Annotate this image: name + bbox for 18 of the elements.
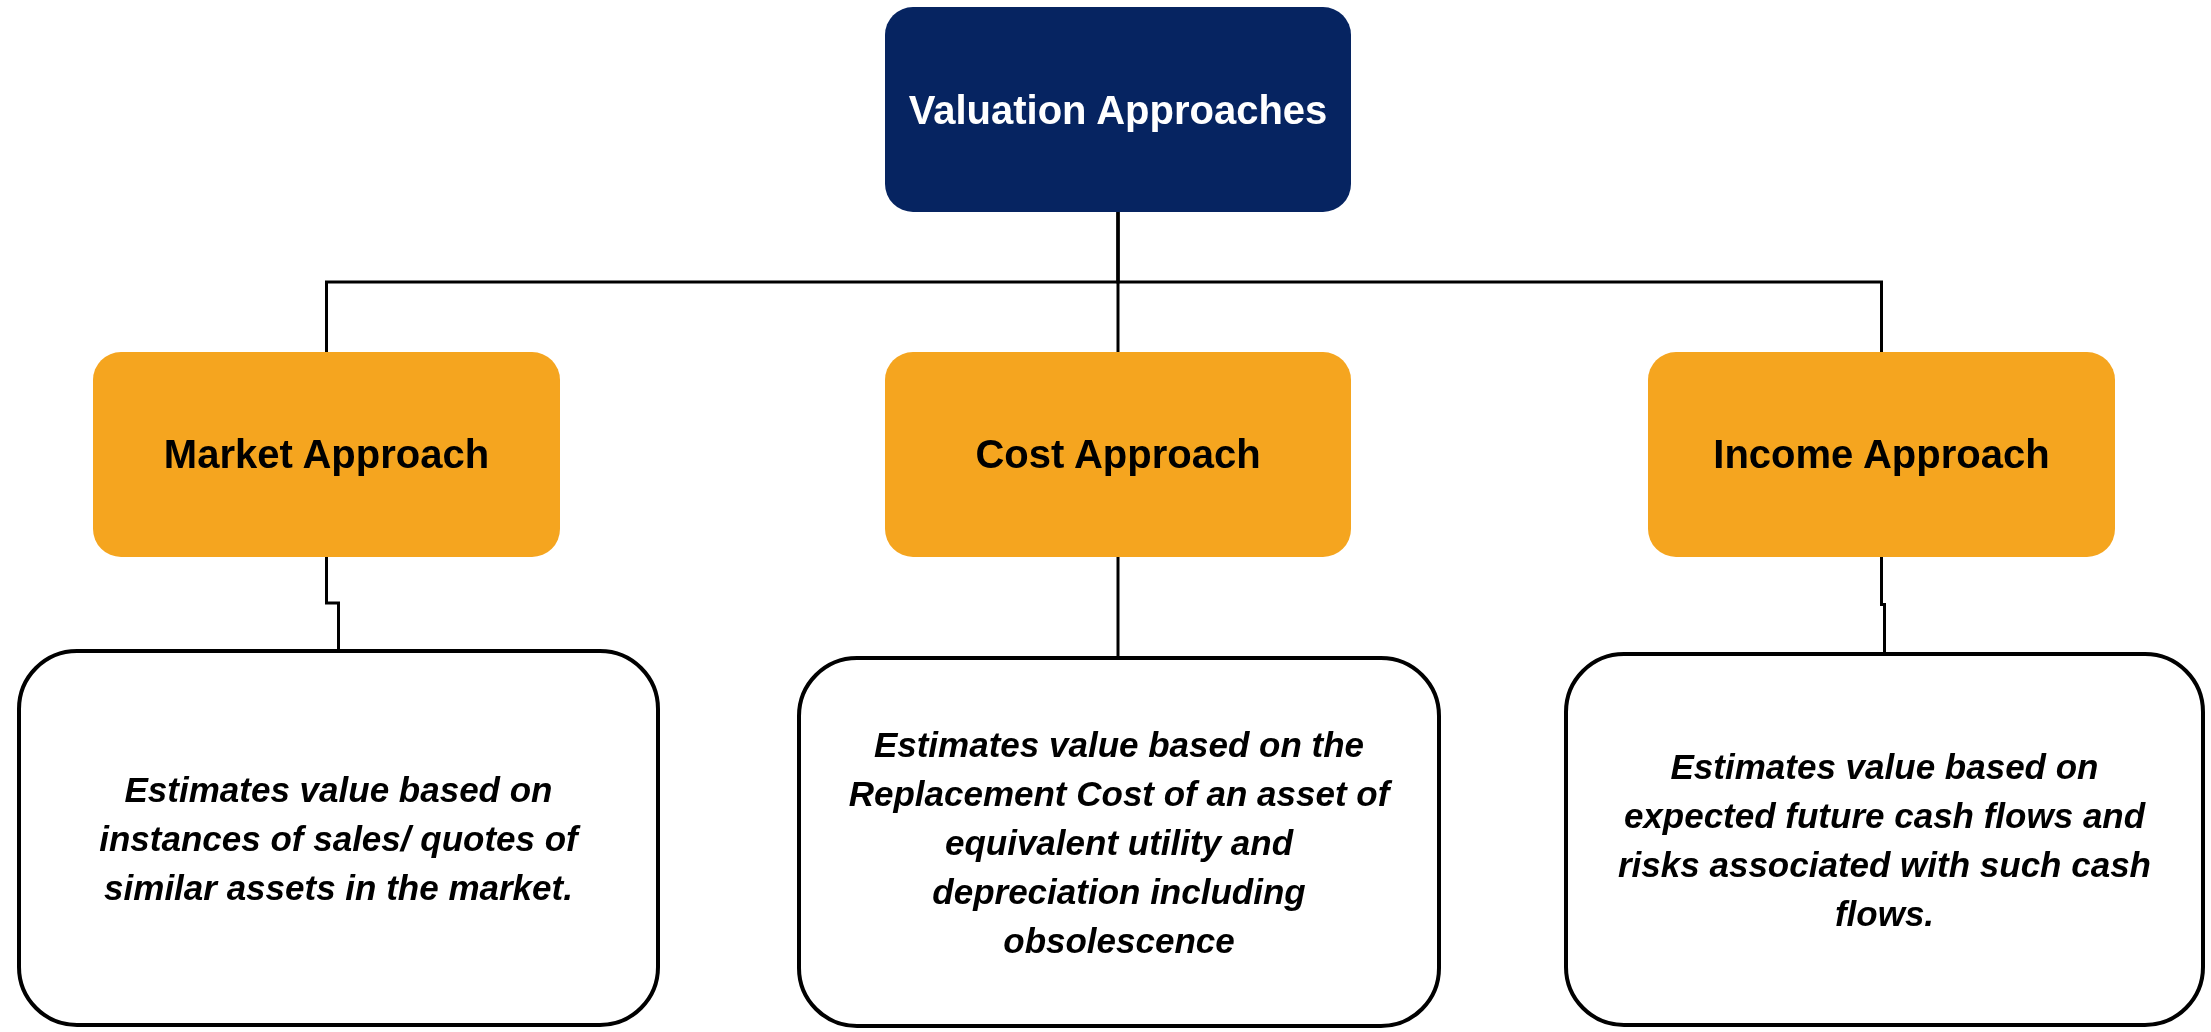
box-text: Valuation Approaches bbox=[908, 86, 1328, 134]
connector-line bbox=[325, 557, 340, 649]
box-text: Cost Approach bbox=[975, 432, 1261, 477]
connector-line bbox=[1116, 557, 1120, 656]
box-text: Estimates value based on instances of sales/ quotes of similar assets in the market. bbox=[61, 764, 616, 912]
approach-box bbox=[1648, 352, 2115, 557]
connector-line bbox=[1880, 557, 1886, 652]
approach-box bbox=[93, 352, 560, 557]
box-text: Market Approach bbox=[163, 432, 490, 477]
description-box bbox=[17, 649, 660, 1027]
box-text: Estimates value based on the Replacement Cost of an asset of equivalent utility and depreciation including obsolescence bbox=[841, 719, 1397, 965]
box-text: Estimates value based on expected future cash flows and risks associated with such cash flows. bbox=[1617, 745, 2152, 935]
connector-line bbox=[1116, 212, 1883, 352]
description-box bbox=[1564, 652, 2205, 1027]
root-box bbox=[885, 7, 1351, 212]
box-text: Income Approach bbox=[1713, 432, 2050, 477]
description-box bbox=[797, 656, 1441, 1028]
approach-box bbox=[885, 352, 1351, 557]
